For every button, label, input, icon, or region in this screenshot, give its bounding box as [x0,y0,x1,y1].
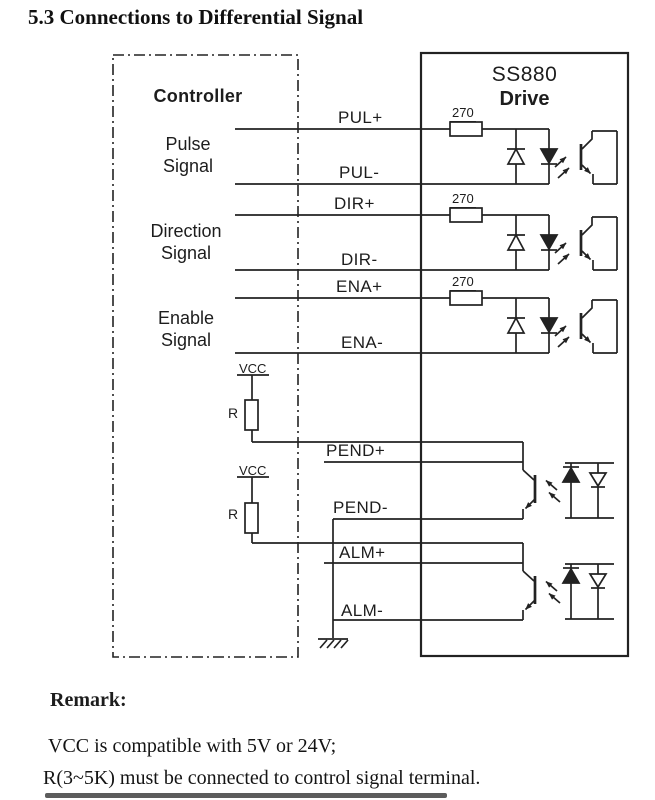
earth-ground-icon [318,638,349,649]
resistor-value-dir: 270 [450,191,476,208]
vcc-pullup-pend [237,374,269,442]
controller-box [112,54,299,658]
drive-box [419,51,630,658]
drive-type-label: Drive [499,88,550,110]
wire-label-pend-plus: PEND+ [326,441,386,460]
vcc-pullup-alm [237,476,269,543]
wire-label-dir-minus: DIR- [341,250,378,269]
wire-label-alm-minus: ALM- [341,601,384,620]
wire-label-alm-plus: ALM+ [339,543,386,562]
opto-input-direction [235,208,617,270]
opto-output-alm [252,543,614,620]
vcc-label-alm: VCC [239,463,267,478]
resistor-value-ena: 270 [450,274,476,291]
resistor-value-pul: 270 [450,105,476,122]
wire-label-dir-plus: DIR+ [334,194,375,213]
remark-line-1: VCC is compatible with 5V or 24V; [48,735,337,757]
remark-line-2: R(3~5K) must be connected to control sig… [43,767,481,789]
resistor-label-alm: R [228,506,239,522]
controller-label: Controller [153,86,243,106]
resistor-label-pend: R [228,405,239,421]
wire-label-ena-plus: ENA+ [336,277,383,296]
remark-heading: Remark: [50,689,127,711]
opto-input-enable [235,291,617,353]
wire-label-pul-plus: PUL+ [338,108,383,127]
enable-signal-label: Enable Signal [157,308,215,350]
opto-input-pulse [235,122,617,184]
page-bottom-divider [45,793,447,798]
wire-label-pul-minus: PUL- [339,163,380,182]
direction-signal-label: Direction Signal [150,221,222,263]
wire-label-pend-minus: PEND- [333,498,388,517]
pulse-signal-label: Pulse Signal [162,134,214,176]
section-title: 5.3 Connections to Differential Signal [28,5,364,29]
drive-model-label: SS880 [491,63,558,86]
opto-output-pend [252,442,614,519]
wire-label-ena-minus: ENA- [341,333,384,352]
vcc-label-pend: VCC [239,361,267,376]
